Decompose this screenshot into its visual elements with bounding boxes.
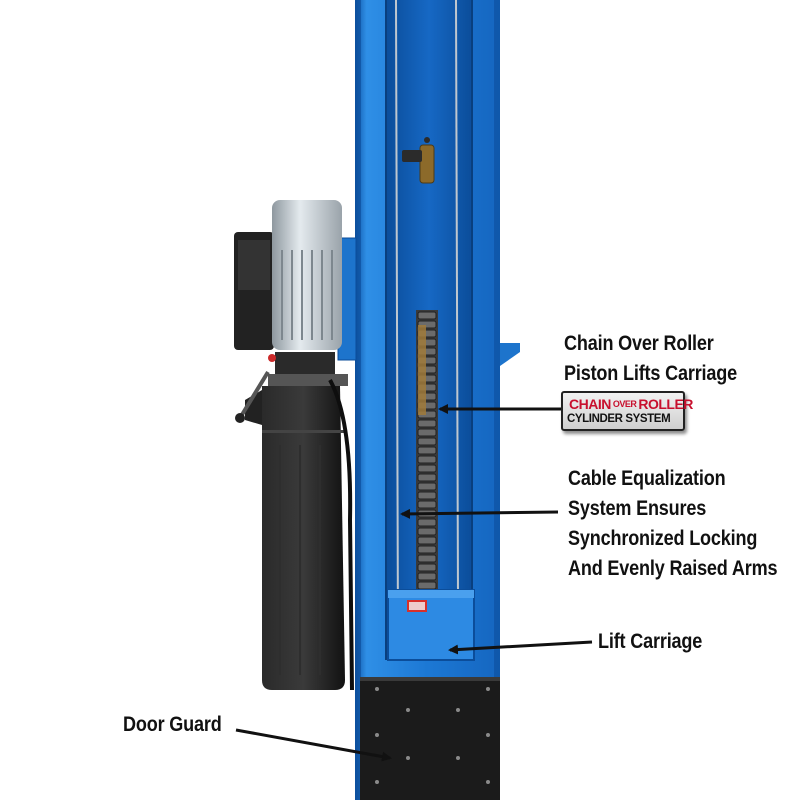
release-handle (235, 354, 276, 423)
callout-lift-carriage: Lift Carriage (598, 630, 703, 653)
callout-door-guard: Door Guard (123, 713, 222, 736)
chain-link (417, 518, 437, 527)
lift-carriage (387, 589, 475, 661)
lock-bracket (402, 137, 435, 184)
arrow-door-guard (235, 728, 392, 762)
callout-arrows (235, 404, 593, 762)
hydraulic-motor (234, 200, 348, 386)
callout-cable-equalization-line3: Synchronized Locking (568, 527, 758, 550)
chain-link (417, 473, 437, 482)
chain-link (417, 311, 437, 320)
chain-link (417, 482, 437, 491)
chain-link (417, 464, 437, 473)
badge-subtitle: CYLINDER SYSTEM (567, 413, 671, 425)
callout-cable-equalization-line4: And Evenly Raised Arms (568, 557, 778, 580)
door-guard (360, 677, 500, 800)
callout-cable-equalization-line1: Cable Equalization (568, 467, 726, 490)
hydraulic-hose (328, 379, 354, 691)
chain-link (417, 563, 437, 572)
chain-link (417, 581, 437, 590)
chain-link (417, 437, 437, 446)
badge-word-chain: CHAIN (569, 396, 611, 412)
chain-link (417, 545, 437, 554)
arrow-cable-equalization (400, 508, 559, 519)
badge-word-over: OVER (612, 399, 637, 409)
chain-link (417, 491, 437, 500)
callout-cable-equalization-line2: System Ensures (568, 497, 707, 520)
chain-link (417, 554, 437, 563)
arrow-lift-carriage (448, 640, 593, 655)
chain-link (417, 419, 437, 428)
chain-link (417, 572, 437, 581)
chain-link (417, 536, 437, 545)
equalization-cables (395, 0, 459, 641)
callout-chain-over-roller-line1: Chain Over Roller (564, 332, 714, 355)
chain-link (417, 428, 437, 437)
chain-link (417, 500, 437, 509)
lift-chain (416, 310, 438, 600)
chain-link (417, 455, 437, 464)
carriage-arm-stub (500, 343, 520, 366)
chain-link (417, 446, 437, 455)
badge-word-roller: ROLLER (638, 396, 693, 412)
chain-link (417, 527, 437, 536)
callout-chain-over-roller-line2: Piston Lifts Carriage (564, 362, 738, 385)
hydraulic-reservoir (245, 386, 345, 690)
